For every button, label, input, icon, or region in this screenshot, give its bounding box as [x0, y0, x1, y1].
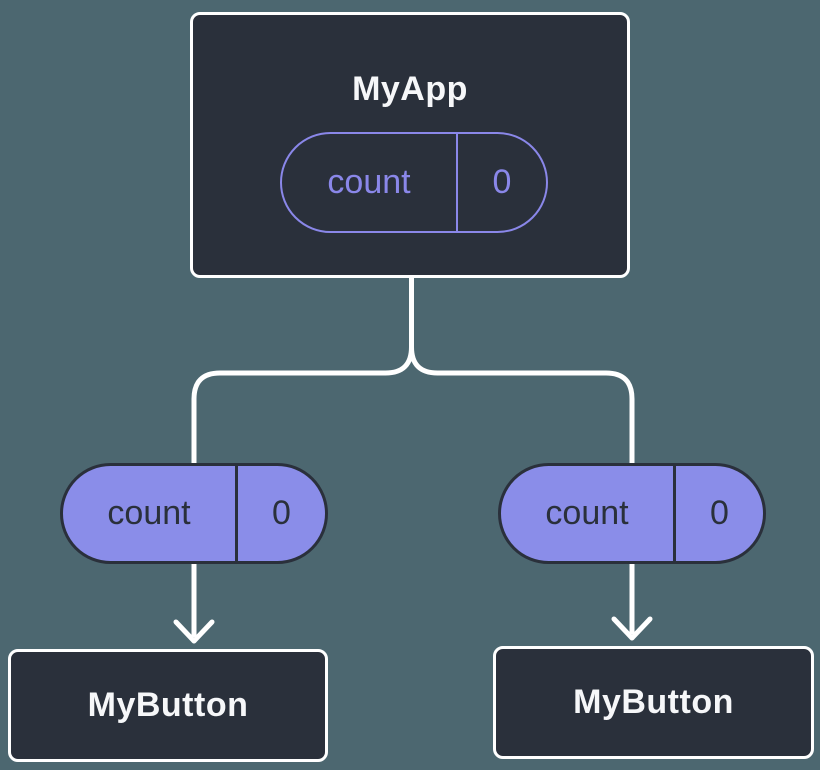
prop-pill-right-key: count — [545, 494, 629, 532]
mybutton-right-title: MyButton — [573, 683, 734, 721]
state-pill-key: count — [327, 163, 411, 201]
mybutton-left-title: MyButton — [87, 686, 249, 724]
state-pill: count 0 — [280, 132, 548, 233]
prop-pill-left: count 0 — [60, 463, 328, 564]
state-pill-value: 0 — [456, 134, 546, 231]
arrow-down-left-icon — [173, 619, 215, 644]
prop-pill-right-value: 0 — [673, 466, 763, 561]
prop-pill-left-value: 0 — [235, 466, 325, 561]
mybutton-node-right: MyButton — [493, 646, 814, 759]
connector-left-branch — [191, 277, 414, 637]
myapp-node: MyApp count 0 — [190, 12, 630, 278]
myapp-node-title: MyApp — [352, 70, 468, 108]
prop-pill-right: count 0 — [498, 463, 766, 564]
mybutton-node-left: MyButton — [8, 649, 328, 762]
connector-right-branch — [409, 277, 635, 634]
arrow-down-right-icon — [611, 616, 653, 641]
prop-pill-left-key: count — [107, 494, 191, 532]
